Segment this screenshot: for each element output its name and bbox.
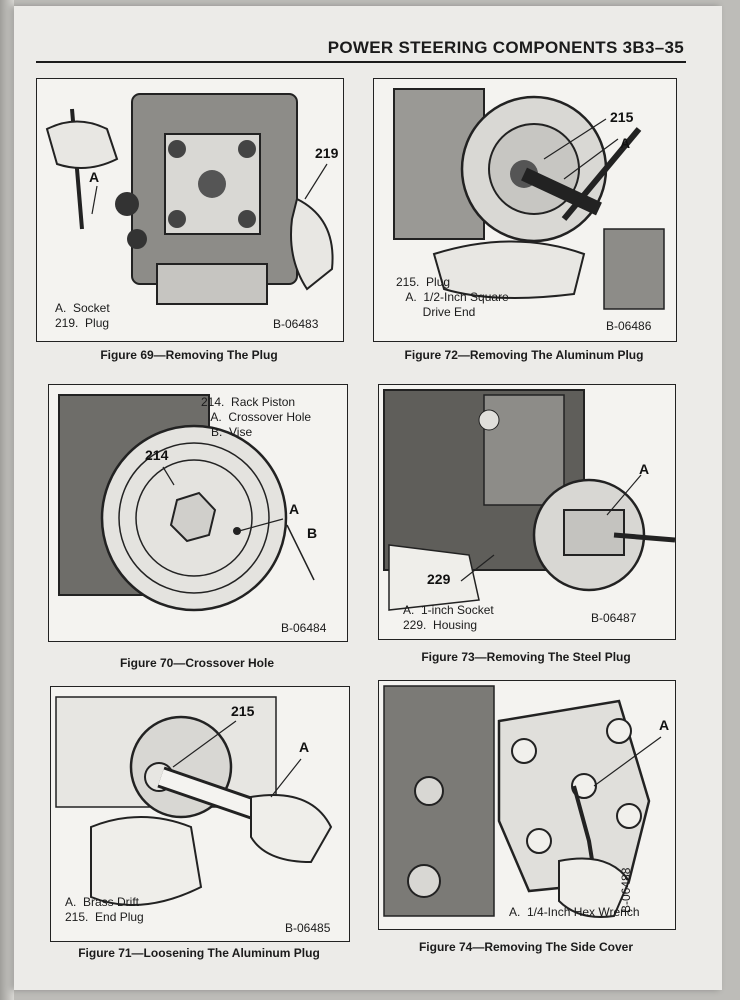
callout-a: A	[89, 169, 100, 185]
figure-70-illustration: 214 A B 214. Rack Piston A. Crossover Ho…	[48, 384, 348, 642]
manual-page: POWER STEERING COMPONENTS 3B3–35 219 A A…	[14, 6, 722, 990]
page-header-title: POWER STEERING COMPONENTS 3B3–35	[327, 38, 684, 57]
callout-b: B	[307, 525, 318, 541]
callout-215: 215	[610, 109, 634, 125]
figure-72-legend: 215. Plug A. 1/2-Inch Square Drive End	[396, 275, 509, 319]
header-rule	[36, 61, 686, 63]
callout-229: 229	[427, 571, 451, 587]
figure-71-drawing	[55, 696, 333, 906]
figure-72-illustration: 215 A 215. Plug A. 1/2-Inch Square Drive…	[373, 78, 677, 342]
figure-69-illustration: 219 A A. Socket 219. Plug B-06483	[36, 78, 344, 342]
figure-72-caption: Figure 72—Removing The Aluminum Plug	[404, 348, 644, 362]
callout-219: 219	[315, 145, 339, 161]
figure-71-code: B-06485	[285, 921, 331, 935]
figure-73-drawing	[383, 389, 675, 611]
figure-70-drawing	[58, 394, 315, 612]
adjacent-page-edge	[0, 0, 14, 1000]
figure-72-drawing	[393, 88, 665, 310]
figure-74-drawing	[383, 685, 662, 918]
figure-71-caption: Figure 71—Loosening The Aluminum Plug	[78, 946, 320, 960]
callout-a: A	[639, 461, 650, 477]
callout-a: A	[659, 717, 670, 733]
figure-69-drawing	[45, 93, 334, 305]
figure-73-illustration: A 229 A. 1-inch Socket 229. Housing B-06…	[378, 384, 676, 640]
figure-70-code: B-06484	[281, 621, 327, 635]
callout-a: A	[299, 739, 310, 755]
figure-73-code: B-06487	[591, 611, 637, 625]
figure-74-code: B-06488	[619, 867, 633, 913]
figure-69-legend: A. Socket 219. Plug	[55, 301, 110, 330]
callout-215: 215	[231, 703, 255, 719]
figure-73-legend: A. 1-inch Socket 229. Housing	[403, 603, 494, 632]
figure-69-code: B-06483	[273, 317, 319, 331]
callout-a: A	[620, 135, 631, 151]
figure-70-caption: Figure 70—Crossover Hole	[119, 656, 275, 670]
figure-71-legend: A. Brass Drift 215. End Plug	[65, 895, 144, 924]
figure-71-illustration: 215 A A. Brass Drift 215. End Plug B-064…	[50, 686, 350, 942]
callout-214: 214	[145, 447, 169, 463]
figure-69-caption: Figure 69—Removing The Plug	[100, 348, 278, 362]
figure-74-illustration: A A. 1/4-Inch Hex Wrench B-06488	[378, 680, 676, 930]
figure-74-caption: Figure 74—Removing The Side Cover	[418, 940, 634, 954]
figure-70-legend: 214. Rack Piston A. Crossover Hole B. Vi…	[201, 395, 312, 439]
figure-74-legend: A. 1/4-Inch Hex Wrench	[509, 905, 640, 919]
callout-a: A	[289, 501, 300, 517]
figure-72-code: B-06486	[606, 319, 652, 333]
figure-73-caption: Figure 73—Removing The Steel Plug	[421, 650, 631, 664]
